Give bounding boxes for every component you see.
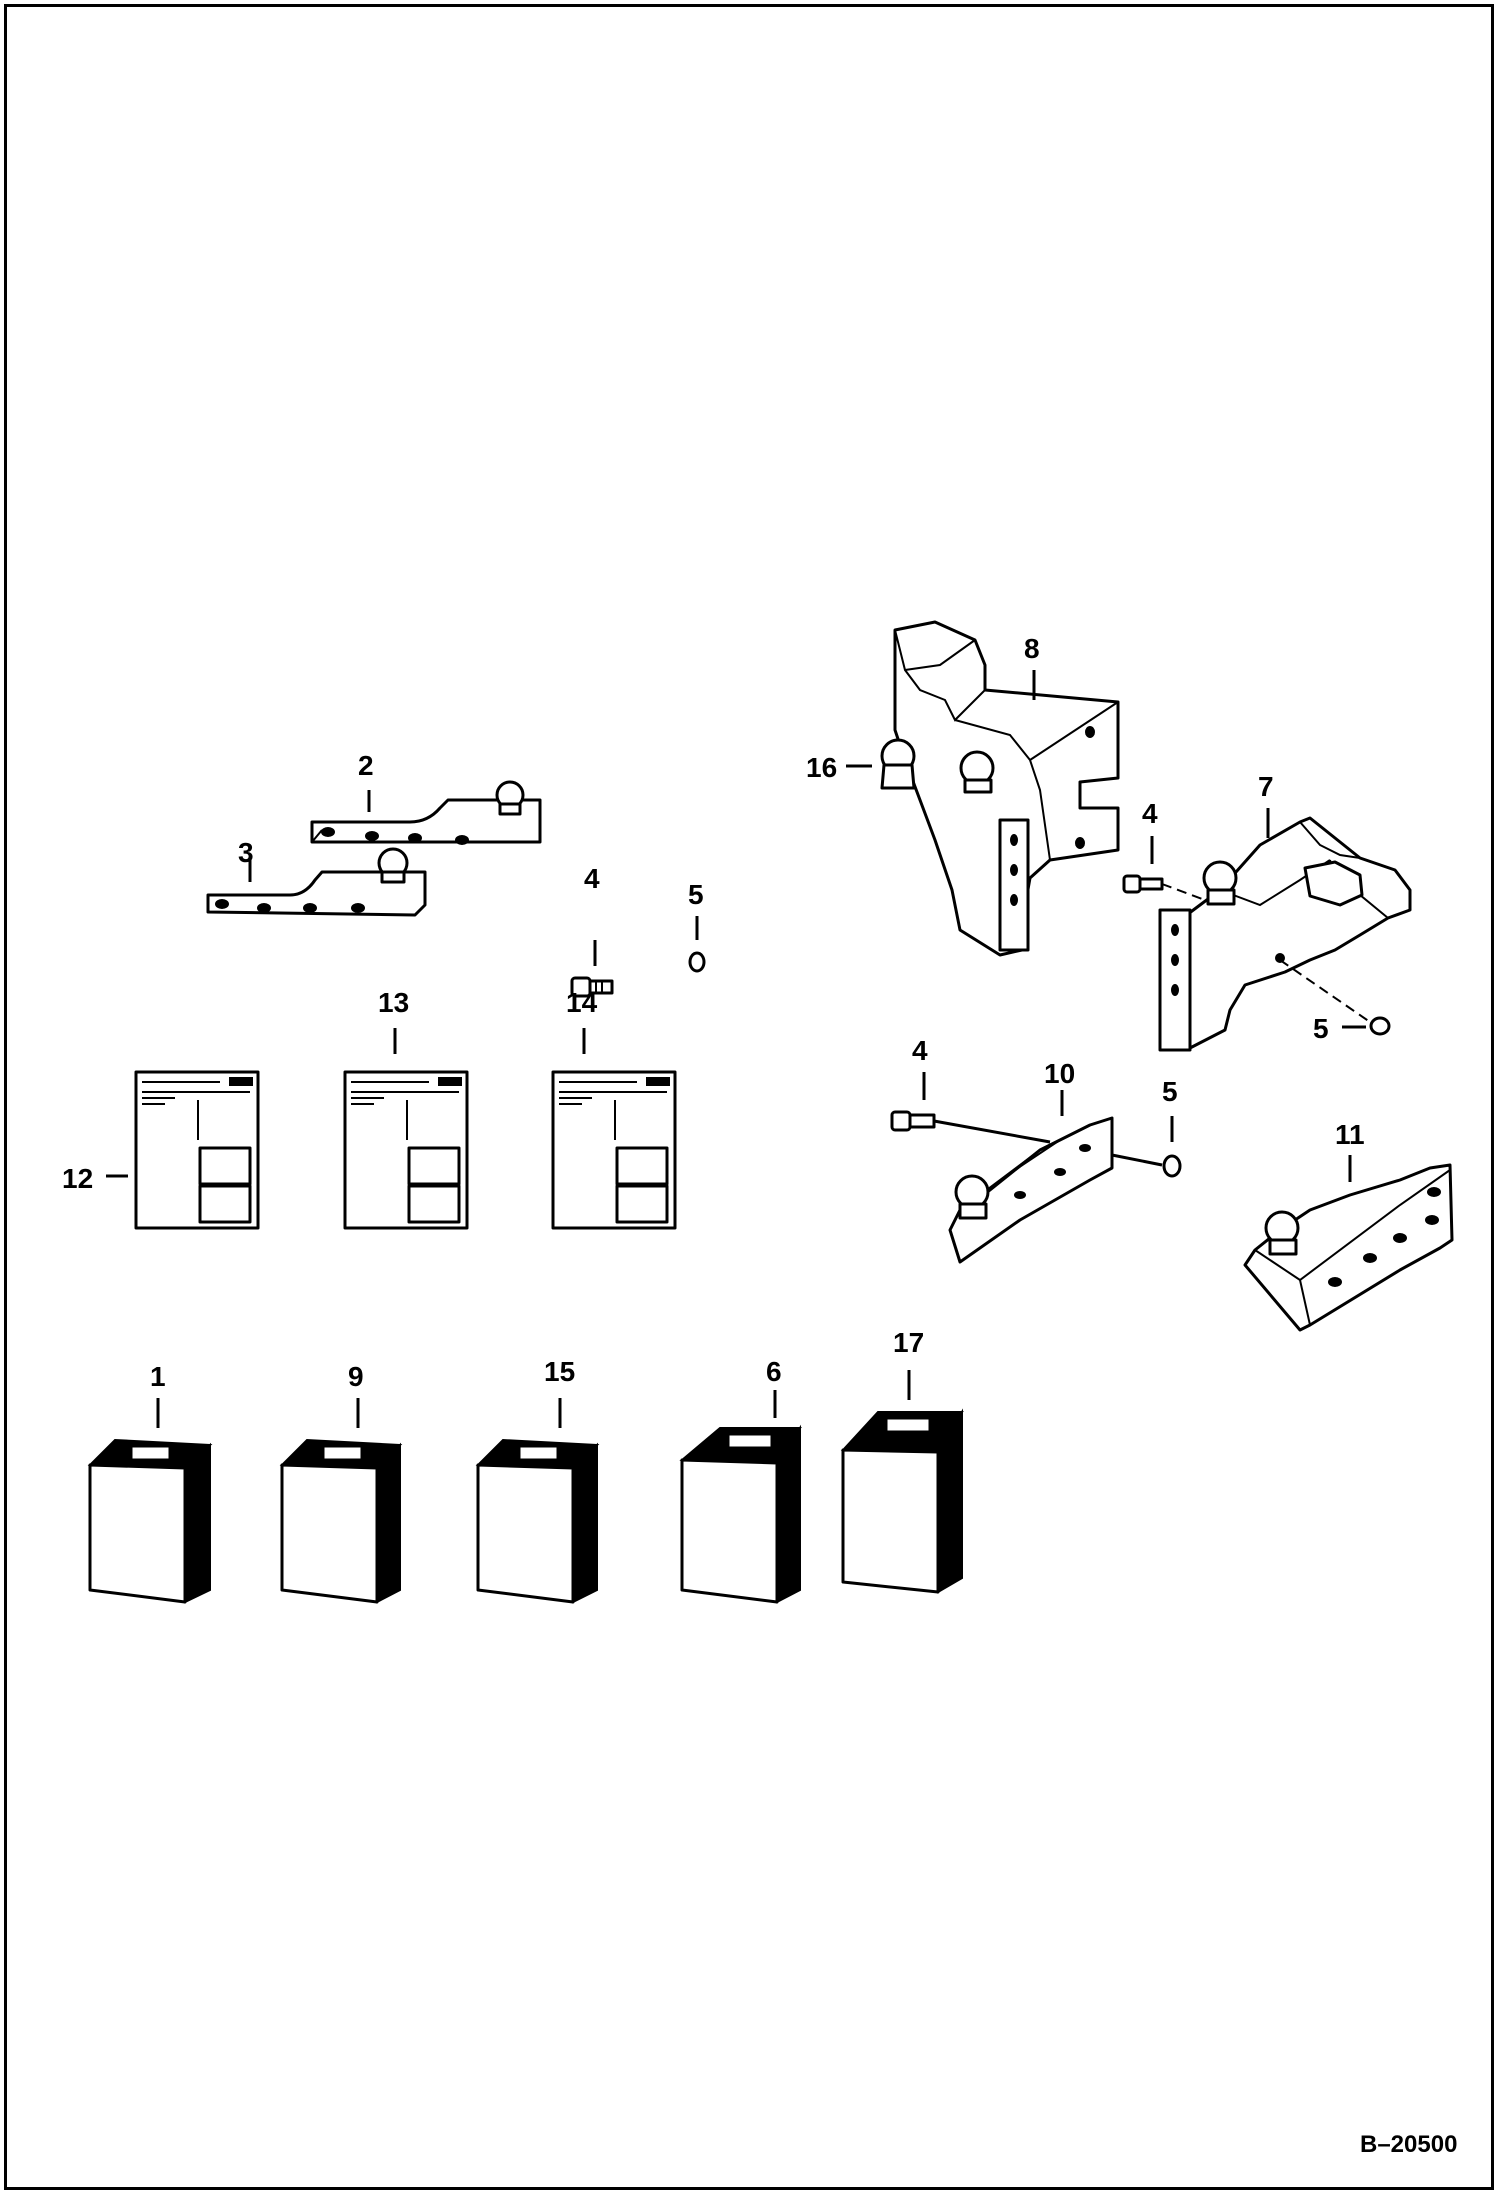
part-14-sheet	[551, 1070, 677, 1230]
part-4-bolt-c	[890, 1110, 1051, 1144]
callout-12: 12	[62, 1163, 93, 1194]
part-4-bolt-b	[1122, 874, 1206, 901]
part-4-bolt-a	[570, 976, 614, 998]
part-5-nut-c	[1111, 1153, 1182, 1178]
part-6-box	[679, 1424, 802, 1604]
callout-4a: 4	[584, 863, 600, 894]
part-16-ball	[880, 738, 916, 790]
callout-5c: 5	[1162, 1076, 1178, 1107]
callout-13: 13	[378, 987, 409, 1018]
callout-6: 6	[766, 1356, 782, 1387]
callout-15: 15	[544, 1356, 575, 1387]
callout-10: 10	[1044, 1058, 1075, 1089]
part-1-box	[87, 1438, 213, 1604]
part-15-box	[475, 1438, 600, 1604]
part-5-nut-a	[688, 951, 706, 973]
part-11-bracket	[1243, 1163, 1454, 1332]
callout-5b: 5	[1313, 1013, 1329, 1044]
callout-2: 2	[358, 750, 374, 781]
callout-17: 17	[893, 1327, 924, 1358]
callout-11: 11	[1335, 1119, 1365, 1150]
part-17-box	[840, 1408, 964, 1594]
part-9-box	[279, 1438, 403, 1604]
callout-16: 16	[806, 752, 837, 783]
figure-number: B–20500	[1360, 2131, 1457, 2158]
part-7-bracket	[1158, 816, 1412, 1052]
callout-8: 8	[1024, 633, 1040, 664]
callout-3: 3	[238, 837, 254, 868]
callout-14: 14	[566, 987, 598, 1018]
callout-9: 9	[348, 1361, 364, 1392]
part-3-bracket	[206, 847, 427, 917]
part-12-sheet	[134, 1070, 260, 1230]
callout-4c: 4	[912, 1035, 928, 1066]
part-13-sheet	[343, 1070, 469, 1230]
callout-4b: 4	[1142, 798, 1158, 829]
part-10-bracket	[948, 1116, 1114, 1264]
callout-1: 1	[150, 1361, 166, 1392]
part-8-bracket	[893, 620, 1120, 957]
callout-5a: 5	[688, 879, 704, 910]
part-5-nut-b	[1279, 959, 1391, 1036]
part-2-bracket	[310, 780, 542, 845]
callout-7: 7	[1258, 771, 1274, 802]
